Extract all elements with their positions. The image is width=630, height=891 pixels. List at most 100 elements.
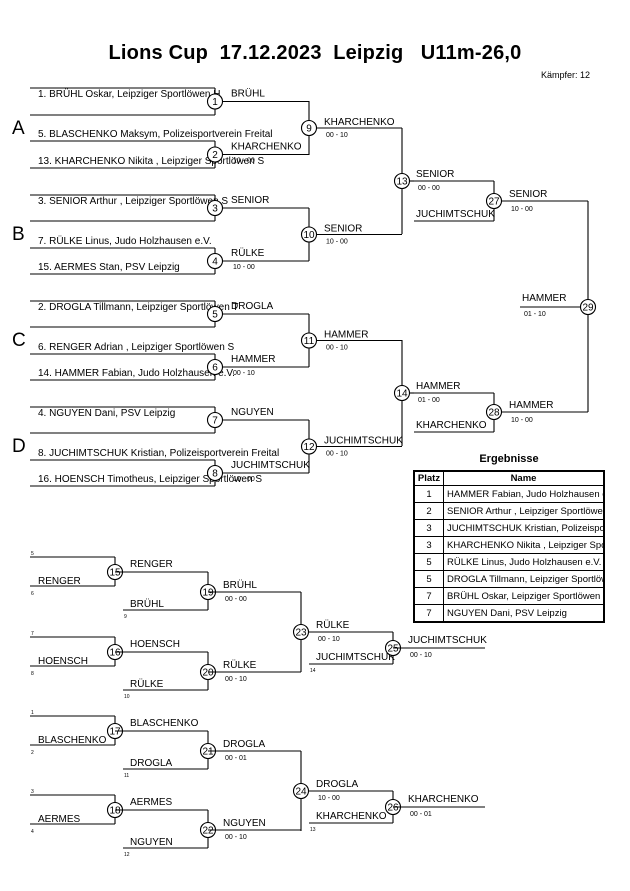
- result-place: 1: [413, 485, 444, 503]
- fight-winner: HAMMER: [416, 381, 460, 392]
- fight-winner: RÜLKE: [316, 619, 350, 631]
- competitor-name: 8. JUCHIMTSCHUK Kristian, Polizeisportve…: [38, 448, 279, 459]
- fight-winner: SENIOR: [416, 169, 454, 180]
- result-place: 3: [413, 519, 444, 537]
- fight-number: 3: [212, 204, 218, 215]
- slot-number: 2: [31, 750, 34, 756]
- fight-winner: HAMMER: [522, 293, 566, 304]
- competitor-name: NGUYEN: [130, 837, 173, 848]
- competitor-name: 5. BLASCHENKO Maksym, Polizeisportverein…: [38, 129, 273, 140]
- result-name: BRÜHL Oskar, Leipziger Sportlöwen H: [443, 587, 605, 605]
- fight-winner: NGUYEN: [231, 407, 274, 418]
- fight-number-circle: [292, 623, 310, 641]
- fight-number: 17: [109, 727, 121, 738]
- fight-number: 5: [212, 310, 218, 321]
- fight-number-circle: [579, 298, 597, 316]
- fight-score: 10 - 00: [326, 239, 348, 246]
- competitor-name: RÜLKE: [130, 678, 164, 690]
- competitor-name: AERMES: [38, 814, 81, 825]
- fight-winner: RÜLKE: [231, 247, 265, 259]
- results-header-name: Name: [443, 470, 605, 486]
- competitor-name: BRÜHL: [130, 598, 164, 610]
- result-name: KHARCHENKO Nikita , Leipziger Sportlöwen…: [443, 536, 605, 554]
- fight-winner: KHARCHENKO: [231, 142, 302, 153]
- fight-winner: RENGER: [130, 559, 173, 570]
- fight-number-circle: [485, 192, 503, 210]
- competitor-name: 3. SENIOR Arthur , Leipziger Sportlöwen …: [38, 196, 228, 207]
- fight-number: 19: [202, 588, 214, 599]
- fight-winner: SENIOR: [509, 189, 547, 200]
- fighters-count: Kämpfer: 12: [541, 70, 591, 80]
- result-place: 7: [413, 587, 444, 605]
- fight-winner: NGUYEN: [223, 818, 266, 829]
- fight-number: 11: [304, 336, 315, 347]
- fight-score: 00 - 00: [418, 185, 440, 192]
- fight-number: 10: [303, 230, 315, 241]
- fight-number: 8: [212, 469, 218, 480]
- competitor-name: 14. HAMMER Fabian, Judo Holzhausen e.V.: [38, 368, 235, 379]
- result-name: SENIOR Arthur , Leipziger Sportlöwen S: [443, 502, 605, 520]
- results-header-place: Platz: [413, 470, 444, 486]
- competitor-name: DROGLA: [130, 758, 173, 769]
- result-name: HAMMER Fabian, Judo Holzhausen e.V.: [443, 485, 605, 503]
- competitor-name: 7. RÜLKE Linus, Judo Holzhausen e.V.: [38, 235, 212, 247]
- fight-number-circle: [485, 403, 503, 421]
- fight-winner: RÜLKE: [223, 659, 257, 671]
- results-title: Ergebnisse: [479, 453, 539, 465]
- fight-number: 28: [488, 408, 500, 419]
- fight-score: 00 - 10: [225, 676, 247, 683]
- slot-number: 5: [31, 551, 34, 557]
- fight-number: 16: [109, 648, 121, 659]
- fight-number-circle: [206, 199, 224, 217]
- fight-number: 12: [303, 442, 315, 453]
- fight-winner: BLASCHENKO: [130, 718, 199, 729]
- result-name: NGUYEN Dani, PSV Leipzig: [443, 604, 605, 623]
- result-place: 5: [413, 553, 444, 571]
- fight-number: 1: [212, 97, 218, 108]
- fight-score: 01 - 10: [524, 311, 546, 318]
- fight-winner: KHARCHENKO: [324, 117, 395, 128]
- fight-number: 24: [295, 787, 307, 798]
- slot-number: 11: [124, 773, 129, 779]
- fight-score: 00 - 10: [326, 345, 348, 352]
- fight-number-circle: [300, 332, 318, 349]
- fight-number: 20: [202, 668, 214, 679]
- fight-winner: DROGLA: [223, 739, 266, 750]
- fight-winner: JUCHIMTSCHUK: [231, 460, 310, 471]
- fight-score: 00 - 01: [225, 755, 247, 762]
- fight-number-circle: [206, 93, 224, 110]
- fight-number-circle: [300, 226, 318, 243]
- fight-winner: HAMMER: [231, 354, 275, 365]
- result-place: 3: [413, 536, 444, 554]
- fight-number-circle: [206, 305, 224, 323]
- fight-number: 27: [488, 197, 500, 208]
- slot-number: 10: [124, 694, 130, 700]
- fight-score: 00 - 10: [326, 132, 348, 139]
- fight-number: 9: [306, 124, 312, 135]
- fight-number: 23: [295, 628, 307, 639]
- slot-number: 13: [310, 827, 316, 833]
- competitor-loser: KHARCHENKO: [316, 811, 387, 822]
- competitor-name: 2. DROGLA Tillmann, Leipziger Sportlöwen…: [38, 302, 238, 313]
- fight-score: 10 - 00: [511, 206, 533, 213]
- competitor-name: 6. RENGER Adrian , Leipziger Sportlöwen …: [38, 342, 235, 353]
- fight-number: 14: [396, 389, 408, 400]
- fight-winner: BRÜHL: [223, 579, 257, 591]
- competitor-name: 15. AERMES Stan, PSV Leipzig: [38, 262, 180, 273]
- fight-number: 7: [212, 416, 218, 427]
- fight-number: 4: [212, 257, 218, 268]
- pool-label: A: [12, 118, 25, 139]
- fight-number: 18: [109, 806, 121, 817]
- fight-winner: JUCHIMTSCHUK: [324, 436, 403, 447]
- fight-number: 22: [202, 826, 214, 837]
- fight-loser: KHARCHENKO: [416, 420, 487, 431]
